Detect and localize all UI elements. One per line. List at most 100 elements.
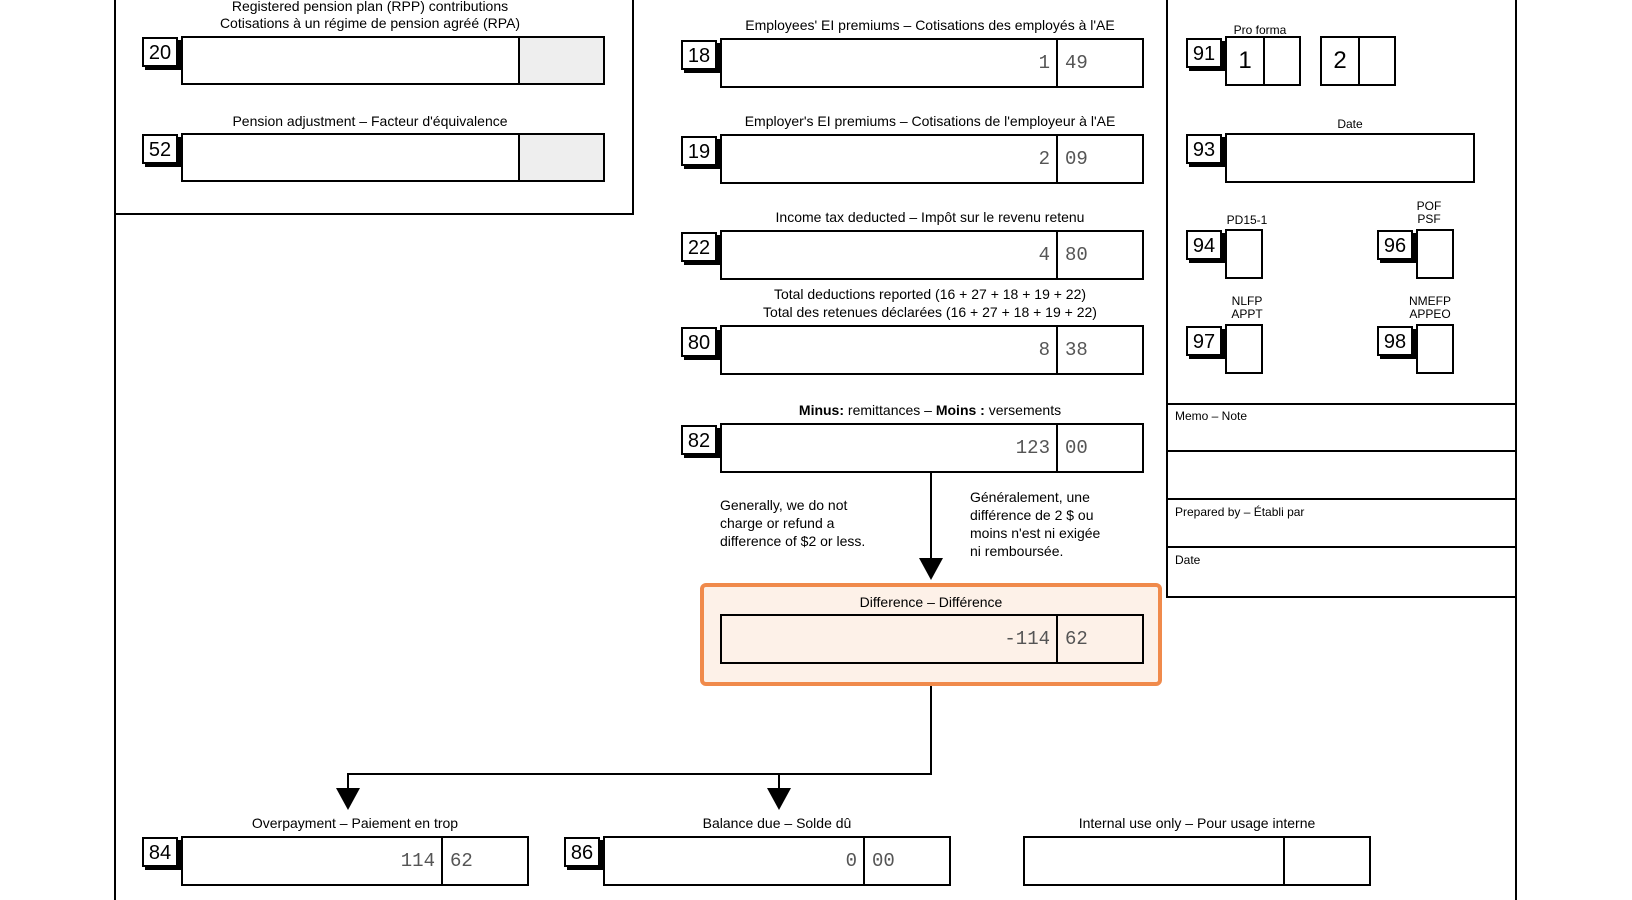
cents-divider <box>1056 232 1058 278</box>
left-section-right-border <box>632 0 634 215</box>
pro-forma-box-1[interactable]: 1 <box>1225 36 1301 86</box>
total-deductions-field[interactable]: 8 38 <box>720 325 1144 375</box>
connector-to-86 <box>778 773 780 790</box>
balance-label: Balance due – Solde dû <box>702 815 852 831</box>
internal-use-field[interactable] <box>1023 836 1371 886</box>
box-number-18: 18 <box>681 40 717 70</box>
memo-top-line <box>1166 403 1517 405</box>
versements-text: versements <box>984 402 1062 418</box>
pro-forma-box-2[interactable]: 2 <box>1320 36 1396 86</box>
prepared-by-label: Prepared by – Établi par <box>1175 505 1305 519</box>
box-number-82: 82 <box>681 425 717 455</box>
remittances-label: Minus: remittances – Moins : versements <box>700 402 1160 419</box>
cents-divider <box>863 838 865 884</box>
overpayment-label: Overpayment – Paiement en trop <box>251 815 459 831</box>
minus-bold: Minus: <box>798 402 845 418</box>
income-tax-label: Income tax deducted – Impôt sur le reven… <box>775 209 1085 225</box>
nlfp-label: NLFP <box>1231 294 1263 308</box>
box-number-91: 91 <box>1186 38 1222 68</box>
ei-employee-cents: 49 <box>1065 52 1088 74</box>
pa-label: Pension adjustment – Facteur d'équivalen… <box>232 113 508 129</box>
ei-employee-field[interactable]: 1 49 <box>720 38 1144 88</box>
box-number-22: 22 <box>681 232 717 262</box>
date2-label: Date <box>1175 553 1201 567</box>
box-number-20: 20 <box>142 37 178 67</box>
balance-cents: 00 <box>872 850 895 872</box>
rpp-label-fr: Cotisations à un régime de pension agréé… <box>219 15 521 31</box>
ei-employer-cents: 09 <box>1065 148 1088 170</box>
pro-forma-value-2: 2 <box>1322 38 1360 84</box>
pd15-label: PD15-1 <box>1226 213 1268 227</box>
total-label-fr: Total des retenues déclarées (16 + 27 + … <box>763 304 1097 320</box>
rpp-shaded-cell <box>518 38 603 83</box>
arrow-down-icon <box>919 558 943 580</box>
total-cents: 38 <box>1065 339 1088 361</box>
ei-employer-dollars: 2 <box>1038 148 1050 170</box>
pof-checkbox[interactable] <box>1416 229 1454 279</box>
income-tax-cents: 80 <box>1065 244 1088 266</box>
box-number-96: 96 <box>1377 230 1413 260</box>
right-panel-left-border <box>1166 0 1168 598</box>
date-label: Date <box>1337 117 1363 131</box>
left-section-bottom-border <box>114 213 634 215</box>
remittances-text: remittances – <box>844 402 936 418</box>
nlfp-checkbox[interactable] <box>1225 324 1263 374</box>
difference-label: Difference – Différence <box>859 594 1003 610</box>
cents-divider <box>1056 136 1058 182</box>
rpp-label-en: Registered pension plan (RPP) contributi… <box>231 0 509 14</box>
arrow-down-icon <box>336 788 360 810</box>
difference-cents: 62 <box>1065 628 1088 650</box>
ei-employer-field[interactable]: 2 09 <box>720 134 1144 184</box>
box-number-86: 86 <box>564 837 600 867</box>
difference-field[interactable]: -114 62 <box>720 614 1144 664</box>
memo-label: Memo – Note <box>1175 409 1248 423</box>
cents-divider <box>441 838 443 884</box>
cents-divider <box>1056 327 1058 373</box>
overpayment-dollars: 114 <box>400 850 435 872</box>
overpayment-field[interactable]: 114 62 <box>181 836 529 886</box>
pro-forma-value-1: 1 <box>1227 38 1265 84</box>
page-left-border <box>114 0 116 900</box>
box-number-93: 93 <box>1186 134 1222 164</box>
remittances-field[interactable]: 123 00 <box>720 423 1144 473</box>
note-french: Généralement, une différence de 2 $ ou m… <box>970 489 1101 559</box>
box-number-84: 84 <box>142 837 178 867</box>
moins-bold: Moins : <box>935 402 985 418</box>
internal-use-label: Internal use only – Pour usage interne <box>1078 815 1316 831</box>
nmefp-label: NMEFP <box>1409 294 1451 308</box>
box-number-52: 52 <box>142 134 178 164</box>
connector-difference-down <box>930 686 932 775</box>
cents-divider <box>1056 425 1058 471</box>
pro-forma-label: Pro forma <box>1233 23 1287 37</box>
arrow-down-icon <box>767 788 791 810</box>
memo-line-3 <box>1166 498 1517 500</box>
date-field[interactable] <box>1225 133 1475 183</box>
cents-divider <box>1283 838 1285 884</box>
total-dollars: 8 <box>1038 339 1050 361</box>
ei-employee-label: Employees' EI premiums – Cotisations des… <box>745 17 1115 33</box>
income-tax-field[interactable]: 4 80 <box>720 230 1144 280</box>
rpp-contributions-field[interactable] <box>181 36 605 85</box>
box-number-94: 94 <box>1186 230 1222 260</box>
difference-dollars: -114 <box>1004 628 1050 650</box>
note-english: Generally, we do not charge or refund a … <box>720 497 866 549</box>
box-number-19: 19 <box>681 136 717 166</box>
box-number-98: 98 <box>1377 326 1413 356</box>
nmefp-checkbox[interactable] <box>1416 324 1454 374</box>
appeo-label: APPEO <box>1409 307 1451 321</box>
pof-label: POF <box>1416 199 1442 213</box>
pension-adjustment-field[interactable] <box>181 133 605 182</box>
remittances-dollars: 123 <box>1015 437 1050 459</box>
total-label-en: Total deductions reported (16 + 27 + 18 … <box>773 286 1087 302</box>
income-tax-dollars: 4 <box>1038 244 1050 266</box>
balance-due-field[interactable]: 0 00 <box>603 836 951 886</box>
connector-82-difference <box>930 473 932 561</box>
remittances-cents: 00 <box>1065 437 1088 459</box>
overpayment-cents: 62 <box>450 850 473 872</box>
pa-shaded-cell <box>518 135 603 180</box>
ei-employee-dollars: 1 <box>1038 52 1050 74</box>
cents-divider <box>1056 616 1058 662</box>
pd15-checkbox[interactable] <box>1225 229 1263 279</box>
connector-horizontal <box>347 773 932 775</box>
connector-to-84 <box>347 773 349 790</box>
